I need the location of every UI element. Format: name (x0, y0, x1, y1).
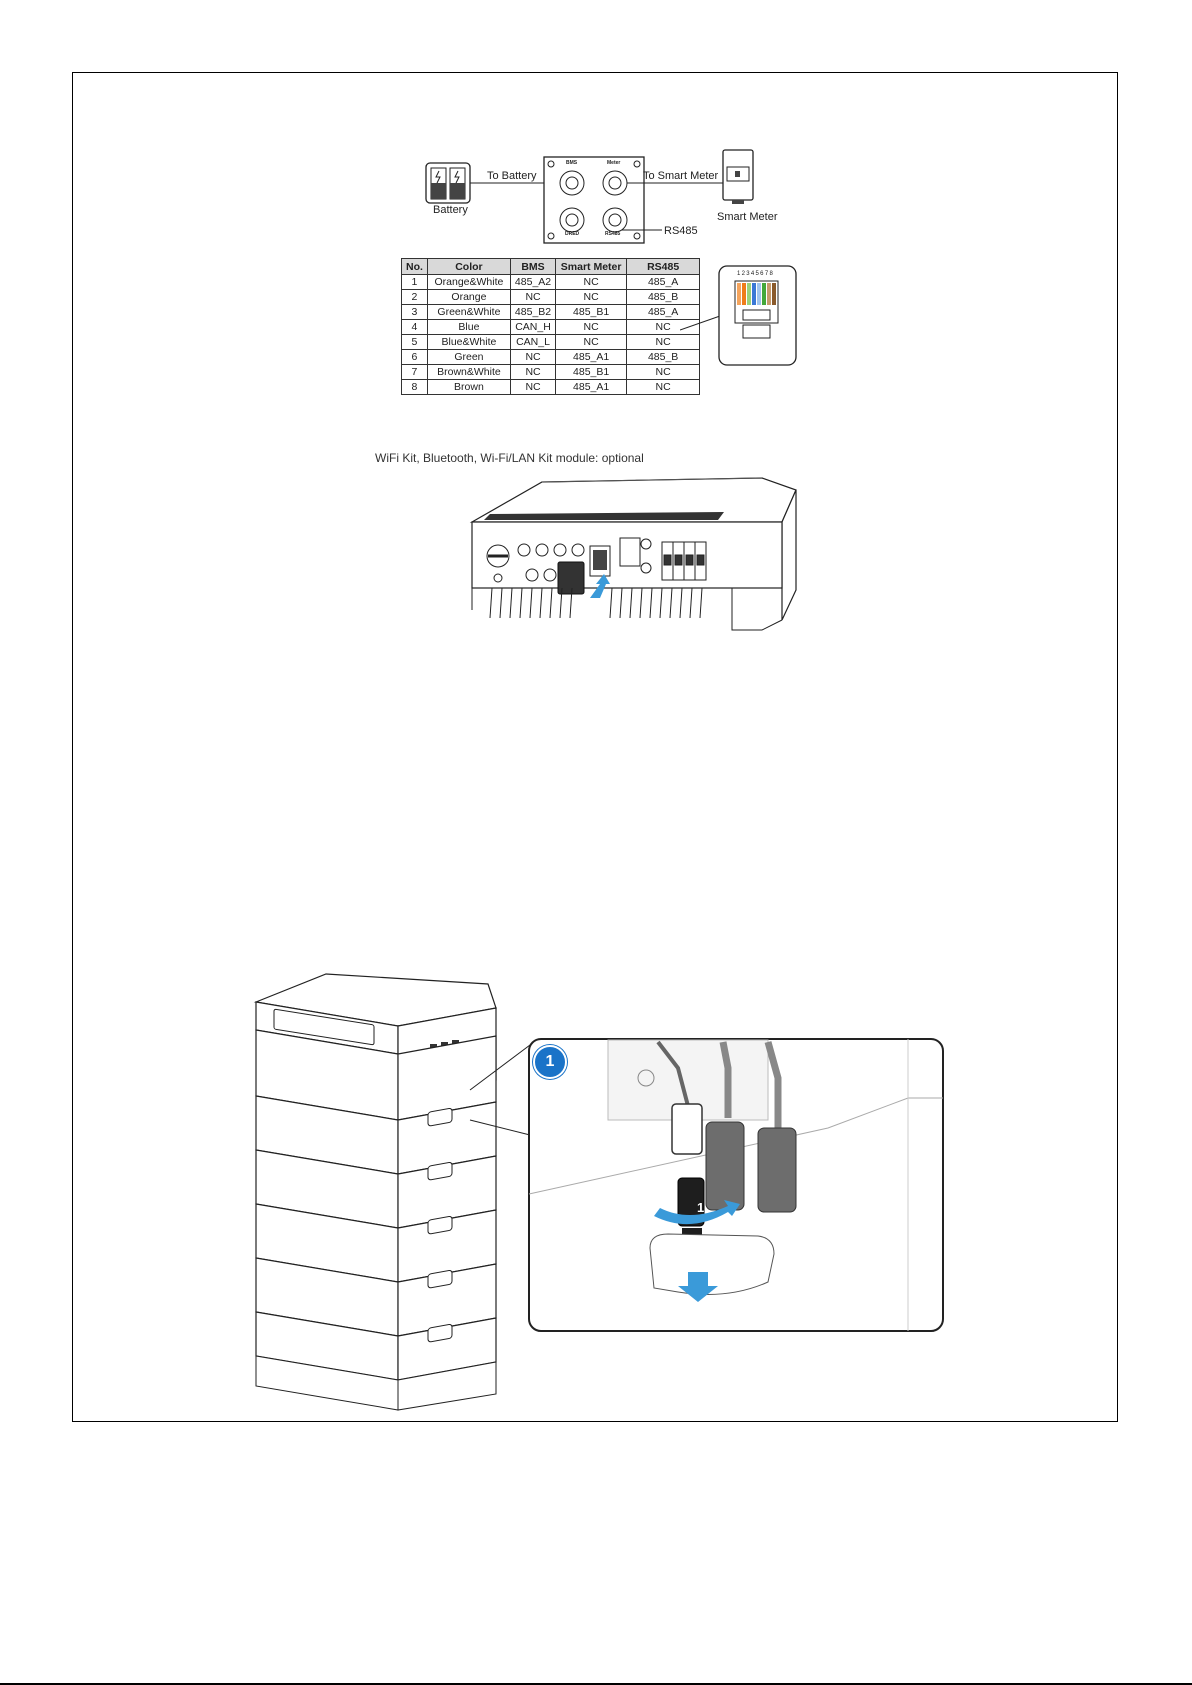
smart-meter-label: Smart Meter (717, 211, 778, 223)
cell-smart-meter: NC (555, 319, 628, 335)
cell-no: 3 (401, 304, 428, 320)
header-rs485: RS485 (626, 258, 701, 275)
cell-color: Brown (426, 379, 511, 395)
cell-no: 8 (401, 379, 428, 395)
cell-smart-meter: 485_A1 (555, 349, 628, 365)
cell-bms: NC (509, 379, 557, 395)
cell-rs485: NC (626, 319, 701, 335)
cell-color: Blue&White (426, 334, 511, 350)
cell-no: 1 (401, 274, 428, 290)
rs485-label: RS485 (664, 225, 698, 237)
to-smart-meter-label: To Smart Meter (643, 170, 719, 182)
cell-rs485: NC (626, 364, 701, 380)
header-color: Color (426, 258, 511, 275)
port-panel (543, 156, 645, 244)
zoom-leader-lines (469, 1044, 531, 1136)
table-header-row: No. Color BMS Smart Meter RS485 (401, 258, 701, 275)
cell-color: Green (426, 349, 511, 365)
port-label-bms: BMS (566, 160, 578, 166)
cell-rs485: 485_B (626, 349, 701, 365)
cell-no: 6 (401, 349, 428, 365)
callout-leader-line (680, 315, 721, 331)
cell-bms: NC (509, 289, 557, 305)
inverter-illustration (469, 477, 797, 631)
step-number: 1 (545, 1053, 555, 1070)
cell-bms: NC (509, 349, 557, 365)
cell-rs485: 485_A (626, 274, 701, 290)
header-smart-meter: Smart Meter (555, 258, 628, 275)
port-label-meter: Meter (607, 160, 621, 166)
rj45-pin-numbers: 12345678 (737, 271, 775, 277)
header-no: No. (401, 258, 428, 275)
cell-no: 4 (401, 319, 428, 335)
header-bms: BMS (509, 258, 557, 275)
module-caption: WiFi Kit, Bluetooth, Wi-Fi/LAN Kit modul… (375, 451, 644, 465)
sub-step-1-label: 1 (697, 1200, 705, 1215)
cell-color: Orange&White (426, 274, 511, 290)
cell-no: 7 (401, 364, 428, 380)
cell-smart-meter: 485_B1 (555, 304, 628, 320)
rj45-connector-callout (718, 265, 797, 366)
cell-bms: CAN_H (509, 319, 557, 335)
cell-color: Green&White (426, 304, 511, 320)
connection-diagram (425, 149, 754, 244)
cell-smart-meter: NC (555, 334, 628, 350)
sub-step-2-label: 2 (719, 1272, 727, 1287)
cell-color: Brown&White (426, 364, 511, 380)
cell-no: 5 (401, 334, 428, 350)
step-badge: 1 (533, 1045, 567, 1079)
battery-icon (425, 162, 471, 204)
page-frame (72, 72, 1118, 1422)
cell-smart-meter: NC (555, 289, 628, 305)
cell-rs485: NC (626, 334, 701, 350)
cell-bms: NC (509, 364, 557, 380)
port-label-rs485: RS485 (605, 231, 621, 237)
cell-smart-meter: 485_B1 (555, 364, 628, 380)
cell-bms: CAN_L (509, 334, 557, 350)
cell-bms: 485_B2 (509, 304, 557, 320)
cell-color: Orange (426, 289, 511, 305)
cell-bms: 485_A2 (509, 274, 557, 290)
port-label-dred: DRED (565, 231, 580, 237)
cell-smart-meter: 485_A1 (555, 379, 628, 395)
cell-no: 2 (401, 289, 428, 305)
smart-meter-icon (722, 149, 754, 204)
to-battery-label: To Battery (487, 170, 537, 182)
zoom-detail-panel (528, 1038, 944, 1332)
cell-rs485: NC (626, 379, 701, 395)
cell-color: Blue (426, 319, 511, 335)
rj45-wire-colors (737, 283, 776, 305)
battery-stack-illustration (253, 973, 497, 1411)
page-bottom-rule (0, 1683, 1192, 1685)
battery-label: Battery (433, 204, 468, 216)
cell-smart-meter: NC (555, 274, 628, 290)
